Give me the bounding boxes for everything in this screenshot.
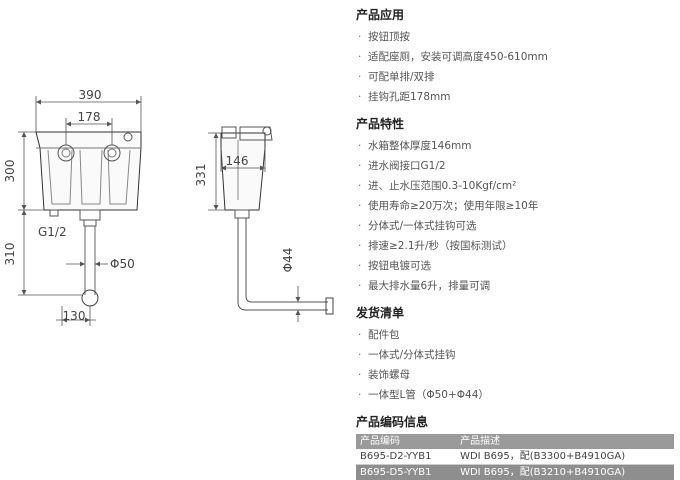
application-title: 产品应用 xyxy=(356,6,674,23)
cell-code: B695-D5-YYB1 xyxy=(356,465,456,480)
list-item: 使用寿命≥20万次；使用年限≥10年 xyxy=(356,196,674,216)
header-code: 产品编码 xyxy=(356,434,456,449)
list-item: 排速≥2.1升/秒（按国标测试） xyxy=(356,236,674,256)
features-title: 产品特性 xyxy=(356,115,674,132)
dim-height-310: 310 xyxy=(3,243,17,266)
list-item: 一体式/分体式挂钩 xyxy=(356,345,674,365)
list-item: 装饰螺母 xyxy=(356,365,674,385)
list-item: 进水阀接口G1/2 xyxy=(356,156,674,176)
list-item: 进、止水压范围0.3-10Kgf/cm² xyxy=(356,176,674,196)
cell-desc: WDI B695，配(B3210+B4910GA) xyxy=(456,465,674,480)
shipping-title: 发货清单 xyxy=(356,304,674,321)
list-item: 一体型L管（Φ50+Φ44） xyxy=(356,385,674,405)
list-item: 挂钩孔距178mm xyxy=(356,87,674,107)
table-row: B695-D5-YYB1 WDI B695，配(B3210+B4910GA) xyxy=(356,465,674,480)
technical-drawings: 390 178 300 G1/2 310 Φ50 130 146 331 Φ44 xyxy=(0,0,350,430)
codes-section: 产品编码信息 产品编码 产品描述 B695-D2-YYB1 WDI B695，配… xyxy=(356,413,674,480)
shipping-list: 配件包 一体式/分体式挂钩 装饰螺母 一体型L管（Φ50+Φ44） xyxy=(356,325,674,405)
list-item: 水箱整体厚度146mm xyxy=(356,136,674,156)
table-row: B695-D2-YYB1 WDI B695，配(B3300+B4910GA) xyxy=(356,449,674,465)
features-list: 水箱整体厚度146mm 进水阀接口G1/2 进、止水压范围0.3-10Kgf/c… xyxy=(356,136,674,296)
cell-desc: WDI B695，配(B3300+B4910GA) xyxy=(456,449,674,465)
cell-code: B695-D2-YYB1 xyxy=(356,449,456,465)
dim-width-390: 390 xyxy=(79,88,102,102)
application-section: 产品应用 按钮顶按 适配座厕，安装可调高度450-610mm 可配单排/双排 挂… xyxy=(356,6,674,107)
dim-offset-130: 130 xyxy=(63,309,86,323)
header-desc: 产品描述 xyxy=(456,434,674,449)
list-item: 适配座厕，安装可调高度450-610mm xyxy=(356,47,674,67)
dim-spacing-178: 178 xyxy=(78,110,101,124)
dim-depth-146: 146 xyxy=(226,154,249,168)
features-section: 产品特性 水箱整体厚度146mm 进水阀接口G1/2 进、止水压范围0.3-10… xyxy=(356,115,674,296)
dim-pipe-phi50: Φ50 xyxy=(110,257,135,271)
dim-inlet-g12: G1/2 xyxy=(38,225,67,239)
table-header-row: 产品编码 产品描述 xyxy=(356,434,674,449)
list-item: 按钮顶按 xyxy=(356,27,674,47)
list-item: 配件包 xyxy=(356,325,674,345)
dim-height-331: 331 xyxy=(194,164,208,187)
codes-table: 产品编码 产品描述 B695-D2-YYB1 WDI B695，配(B3300+… xyxy=(356,434,674,480)
list-item: 分体式/一体式挂钩可选 xyxy=(356,216,674,236)
spec-panel: 产品应用 按钮顶按 适配座厕，安装可调高度450-610mm 可配单排/双排 挂… xyxy=(356,6,674,480)
dim-pipe-phi44: Φ44 xyxy=(281,248,295,273)
dim-height-300: 300 xyxy=(3,160,17,183)
list-item: 可配单排/双排 xyxy=(356,67,674,87)
shipping-section: 发货清单 配件包 一体式/分体式挂钩 装饰螺母 一体型L管（Φ50+Φ44） xyxy=(356,304,674,405)
front-view-drawing xyxy=(18,96,141,326)
list-item: 最大排水量6升，排量可调 xyxy=(356,276,674,296)
codes-title: 产品编码信息 xyxy=(356,413,674,430)
application-list: 按钮顶按 适配座厕，安装可调高度450-610mm 可配单排/双排 挂钩孔距17… xyxy=(356,27,674,107)
list-item: 按钮电镀可选 xyxy=(356,256,674,276)
